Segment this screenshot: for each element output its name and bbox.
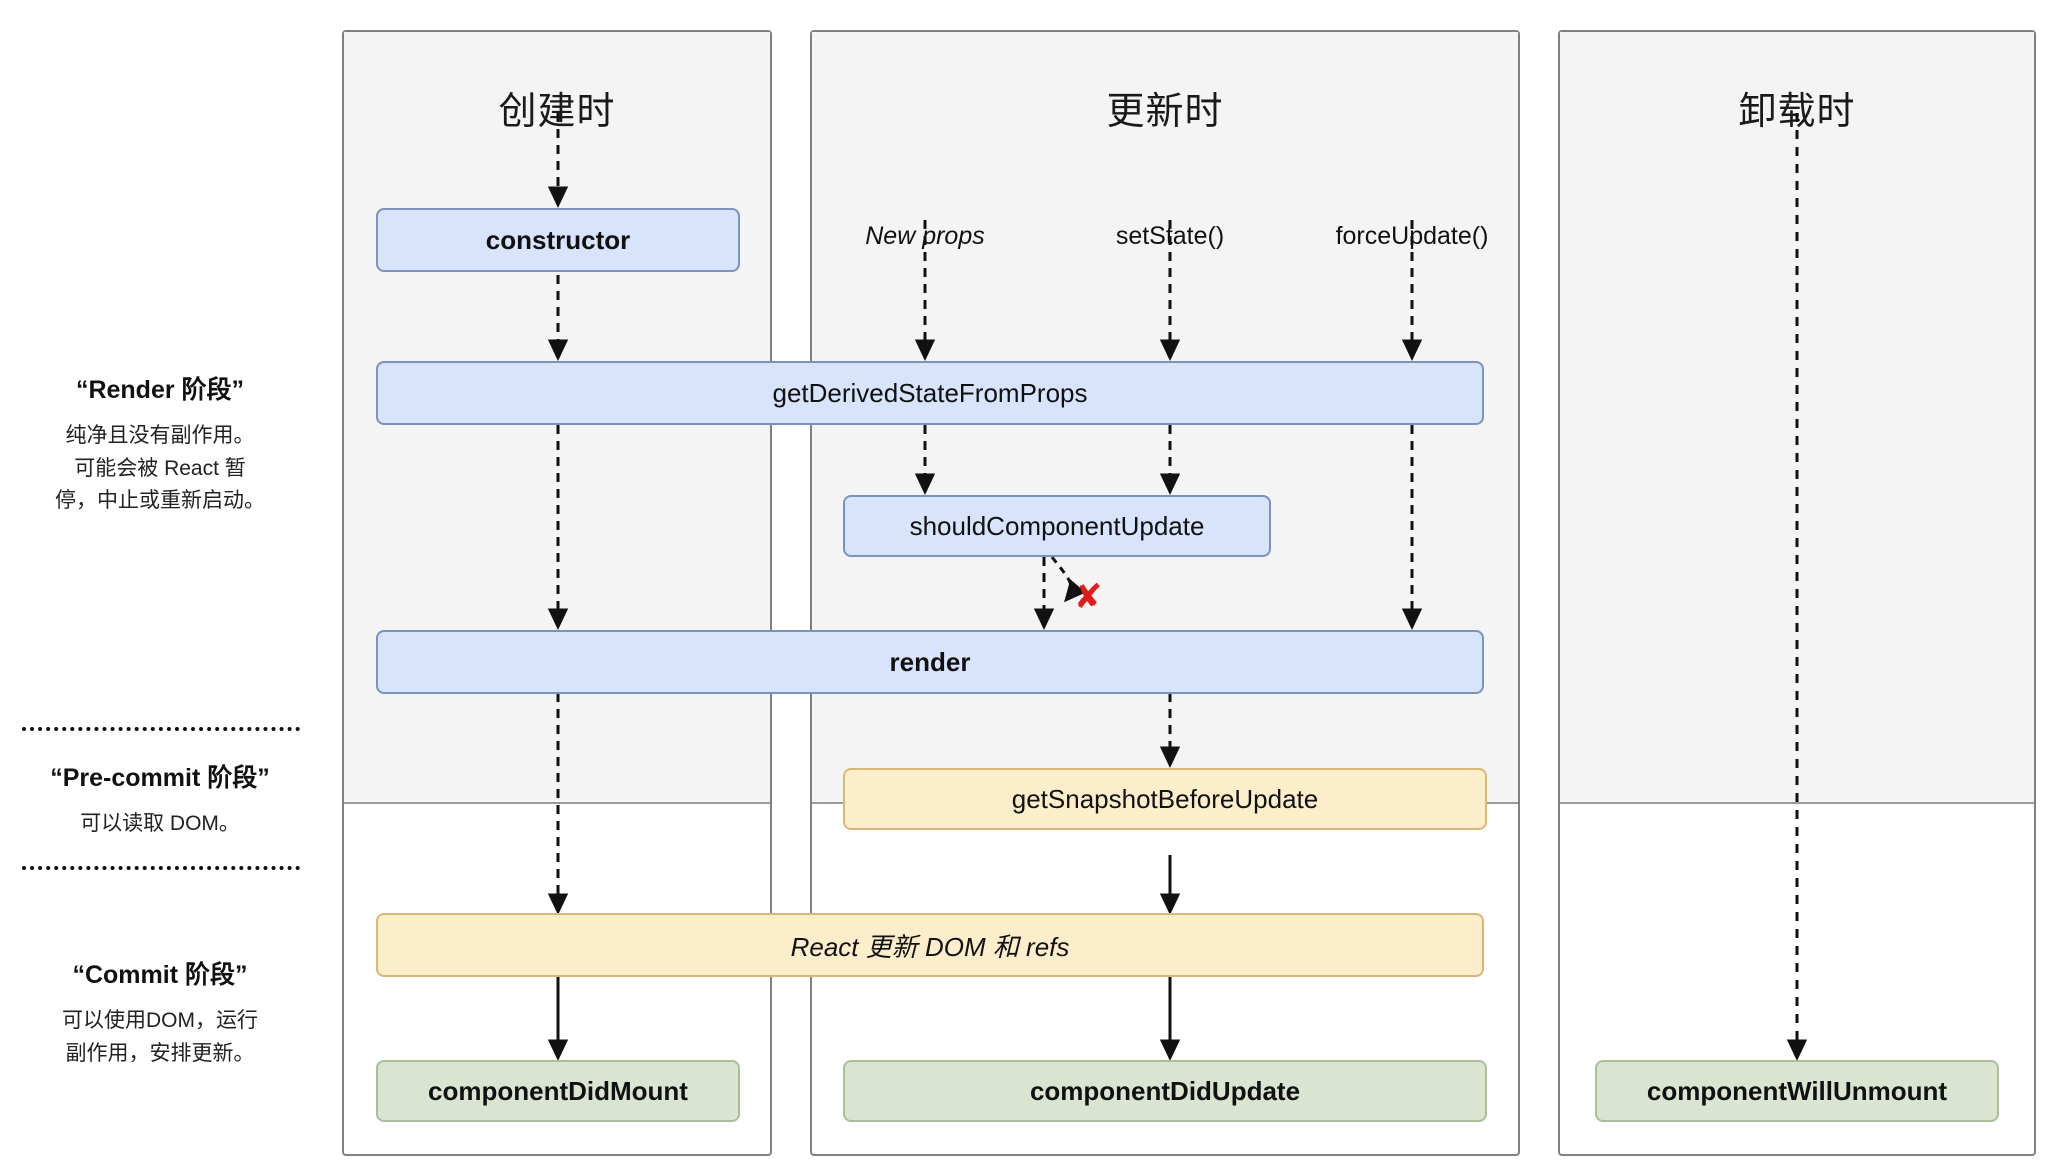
node-react-updates-dom[interactable]: React 更新 DOM 和 refs [376,913,1484,977]
trigger-label-force-update: forceUpdate() [1335,222,1489,250]
node-get-snapshot-before-update[interactable]: getSnapshotBeforeUpdate [843,768,1487,830]
skip-update-x-icon: ✘ [1074,578,1103,616]
node-component-will-unmount[interactable]: componentWillUnmount [1595,1060,1999,1122]
trigger-label-set-state: setState() [1115,222,1225,250]
legend-render-phase-body: 纯净且没有副作用。 可能会被 React 暂 停，中止或重新启动。 [55,424,265,513]
legend-divider-top [22,727,300,731]
node-component-did-mount[interactable]: componentDidMount [376,1060,740,1122]
legend-pre-commit-phase-body: 可以读取 DOM。 [80,812,240,835]
trigger-label-new-props: New props [865,222,985,250]
legend-render-phase-title: “Render 阶段” [75,376,245,404]
column-mounting: 创建时 [342,30,772,1156]
legend-commit-phase-title: “Commit 阶段” [72,961,248,989]
legend-commit-phase: “Commit 阶段” 可以使用DOM，运行 副作用，安排更新。 [10,955,310,1070]
column-mounting-title: 创建时 [498,91,616,133]
node-component-did-update[interactable]: componentDidUpdate [843,1060,1487,1122]
legend-commit-phase-body: 可以使用DOM，运行 副作用，安排更新。 [62,1009,258,1065]
node-render[interactable]: render [376,630,1484,694]
column-unmounting-shade [1560,32,2034,804]
legend-render-phase: “Render 阶段” 纯净且没有副作用。 可能会被 React 暂 停，中止或… [10,370,310,518]
node-should-component-update[interactable]: shouldComponentUpdate [843,495,1271,557]
node-constructor[interactable]: constructor [376,208,740,272]
column-unmounting: 卸载时 [1558,30,2036,1156]
column-updating-title: 更新时 [1106,91,1224,133]
legend-pre-commit-phase: “Pre-commit 阶段” 可以读取 DOM。 [10,758,310,841]
column-unmounting-title: 卸载时 [1738,91,1856,133]
node-get-derived-state-from-props[interactable]: getDerivedStateFromProps [376,361,1484,425]
legend-divider-bottom [22,866,300,870]
legend-pre-commit-phase-title: “Pre-commit 阶段” [50,764,270,792]
column-updating: 更新时 [810,30,1520,1156]
